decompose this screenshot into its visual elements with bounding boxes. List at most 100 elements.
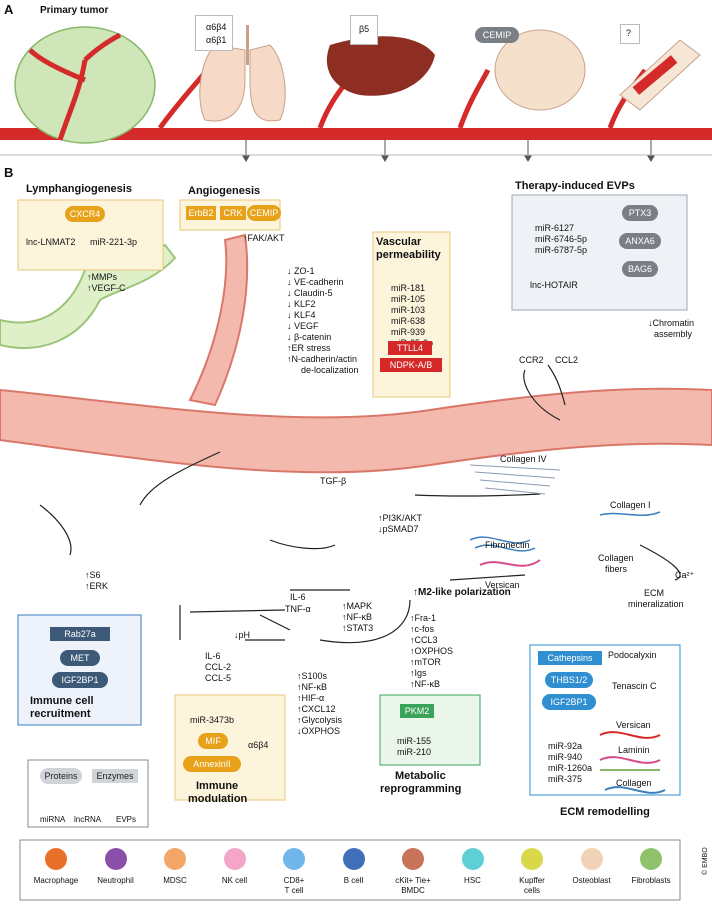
cell-legend-label: cKit+ Tie+ BMDC [395,876,431,895]
liver-integrin: β5 [359,24,370,34]
angio-list-item: ↓ Claudin-5 [287,288,333,298]
kupffer-list-item: ↑Glycolysis [297,715,343,725]
metabolic-title1: Metabolic [395,770,446,782]
erk-effect: ↑ERK [85,581,109,591]
met-pill: MET [60,650,100,666]
m2-list-item: ↑CCL3 [410,635,438,645]
permeability-title: permeability [376,249,441,261]
pi3k-effect: ↑PI3K/AKT [378,513,423,523]
m2-list-item: ↑mTOR [410,657,441,667]
erbb2-tag: ErbB2 [186,206,216,220]
therapy-mirna: miR-6127 [535,223,575,233]
vascular-mirna: miR-105 [391,294,426,304]
collagen-ecm-label: Collagen [616,778,652,788]
m2-item-text: Fra-1 [414,613,437,623]
ttll4-tag: TTLL4 [388,341,432,355]
cell-legend-label: Fibroblasts [631,876,671,885]
kupffer-list-item: ↑HIF-α [297,693,325,703]
lymphangiogenesis-title: Lymphangiogenesis [26,183,132,195]
ecm-mirna: miR-940 [548,752,583,762]
cell-legend-icon [283,848,305,870]
metabolic-title2: reprogramming [380,783,462,795]
ecm-mineralization-1: ECM [644,588,664,598]
il6-label-m2: IL-6 [290,592,306,602]
anxa6-pill: ANXA6 [619,233,661,249]
tenascin-label: Tenascin C [612,681,657,691]
legend-evps: EVPs [116,815,137,824]
primary-tumor-shape [14,26,156,144]
assembly-text: assembly [654,329,693,339]
cxcr4-pill: CXCR4 [65,206,105,222]
cell-legend-icon [461,848,484,870]
mif-pill: MIF [198,733,228,749]
ccl5-kupffer: CCL-5 [205,673,232,683]
vascular-title: Vascular [376,236,422,248]
m2-list-item: ↑Igs [410,668,427,678]
bag6-pill: BAG6 [622,261,658,277]
cell-legend-icon [402,848,424,870]
m2-item-text: CCL3 [414,635,438,645]
cell-legend-label: Kupffer cells [519,876,545,895]
circulation-vessel [0,128,712,140]
ecm-mineralization-2: mineralization [628,599,684,609]
panel-label-b: B [4,165,14,180]
s6-effect: ↑S6 [85,570,101,580]
vascular-mirna: miR-181 [391,283,426,293]
angio-list-item: ↓ KLF2 [287,299,316,309]
angio-list-item: ↓ ZO-1 [287,266,315,276]
m2-item-text: OXPHOS [414,646,454,656]
m2-left-list: ↑MAPK↑NF-κB↑STAT3 [342,590,373,645]
cell-legend-icon [223,848,246,870]
laminin-label: Laminin [618,745,650,755]
m2-list-item: ↑NF-κB [410,679,440,689]
immune-recruitment-title1: Immune cell [30,695,94,707]
immune-modulation-title1: Immune [196,780,239,792]
mir-210-label: miR-210 [397,747,432,757]
ccl2-label: CCL2 [555,355,579,365]
m2-list: ↑Fra-1↑c-fos↑CCL3↑OXPHOS↑mTOR↑Igs↑NF-κB [410,602,453,701]
immune-modulation-title2: modulation [188,793,248,805]
legend-lncrna: lncRNA [74,815,102,824]
pkm2-tag: PKM2 [400,704,434,718]
cell-legend-label: HSC [464,876,481,885]
mir-3473b-label: miR-3473b [190,715,235,725]
m2-list-item: ↑Fra-1 [410,613,437,623]
cemip-tag: CEMIP [247,205,281,221]
mir-221-label: miR-221-3p [90,237,138,247]
angio-list-item: de-localization [301,365,359,375]
igf2bp1-ecm-pill: IGF2BP1 [542,694,596,710]
cell-legend-icon [104,848,127,870]
ecm-mirna: miR-1260a [548,763,593,773]
cell-legend-label: MDSC [163,876,187,885]
bone-question-box: ? [620,24,640,44]
crk-tag: CRK [220,206,246,220]
angio-list-item: ↓ KLF4 [287,310,316,320]
panel-label-a: A [4,2,14,17]
mir-155-label: miR-155 [397,736,432,746]
legend-mirna: miRNA [40,815,66,824]
il6-kupffer: IL-6 [205,651,221,661]
copyright: © EMBO [702,847,709,875]
tgf-beta-label: TGF-β [320,476,347,486]
therapy-mirna: miR-6787-5p [535,245,588,255]
cemip-pill: CEMIP [475,27,519,43]
immune-recruitment-title2: recruitment [30,708,91,720]
ph-label: ↓pH [234,630,251,640]
kupffer-list-item: ↑S100s [297,671,328,681]
rab27a-tag: Rab27a [50,627,110,641]
collagen1-label: Collagen I [610,500,651,510]
mmps-effect: ↑MMPs [87,272,117,282]
lnc-lnmat2-label: lnc-LNMAT2 [26,237,76,247]
therapy-mirna: miR-6746-5p [535,234,588,244]
ccl2-kupffer: CCL-2 [205,662,232,672]
podocalyxin-label: Podocalyxin [608,650,657,660]
ecm-remodelling-title: ECM remodelling [560,806,650,818]
vascular-mirna: miR-939 [391,327,426,337]
primary-tumor-label: Primary tumor [40,5,109,16]
bone-question: ? [626,28,632,38]
calcium-label: Ca²⁺ [675,570,695,580]
lung-integrin-box: α6β4 α6β1 [195,15,233,51]
collagen-fibers-1: Collagen [598,553,634,563]
